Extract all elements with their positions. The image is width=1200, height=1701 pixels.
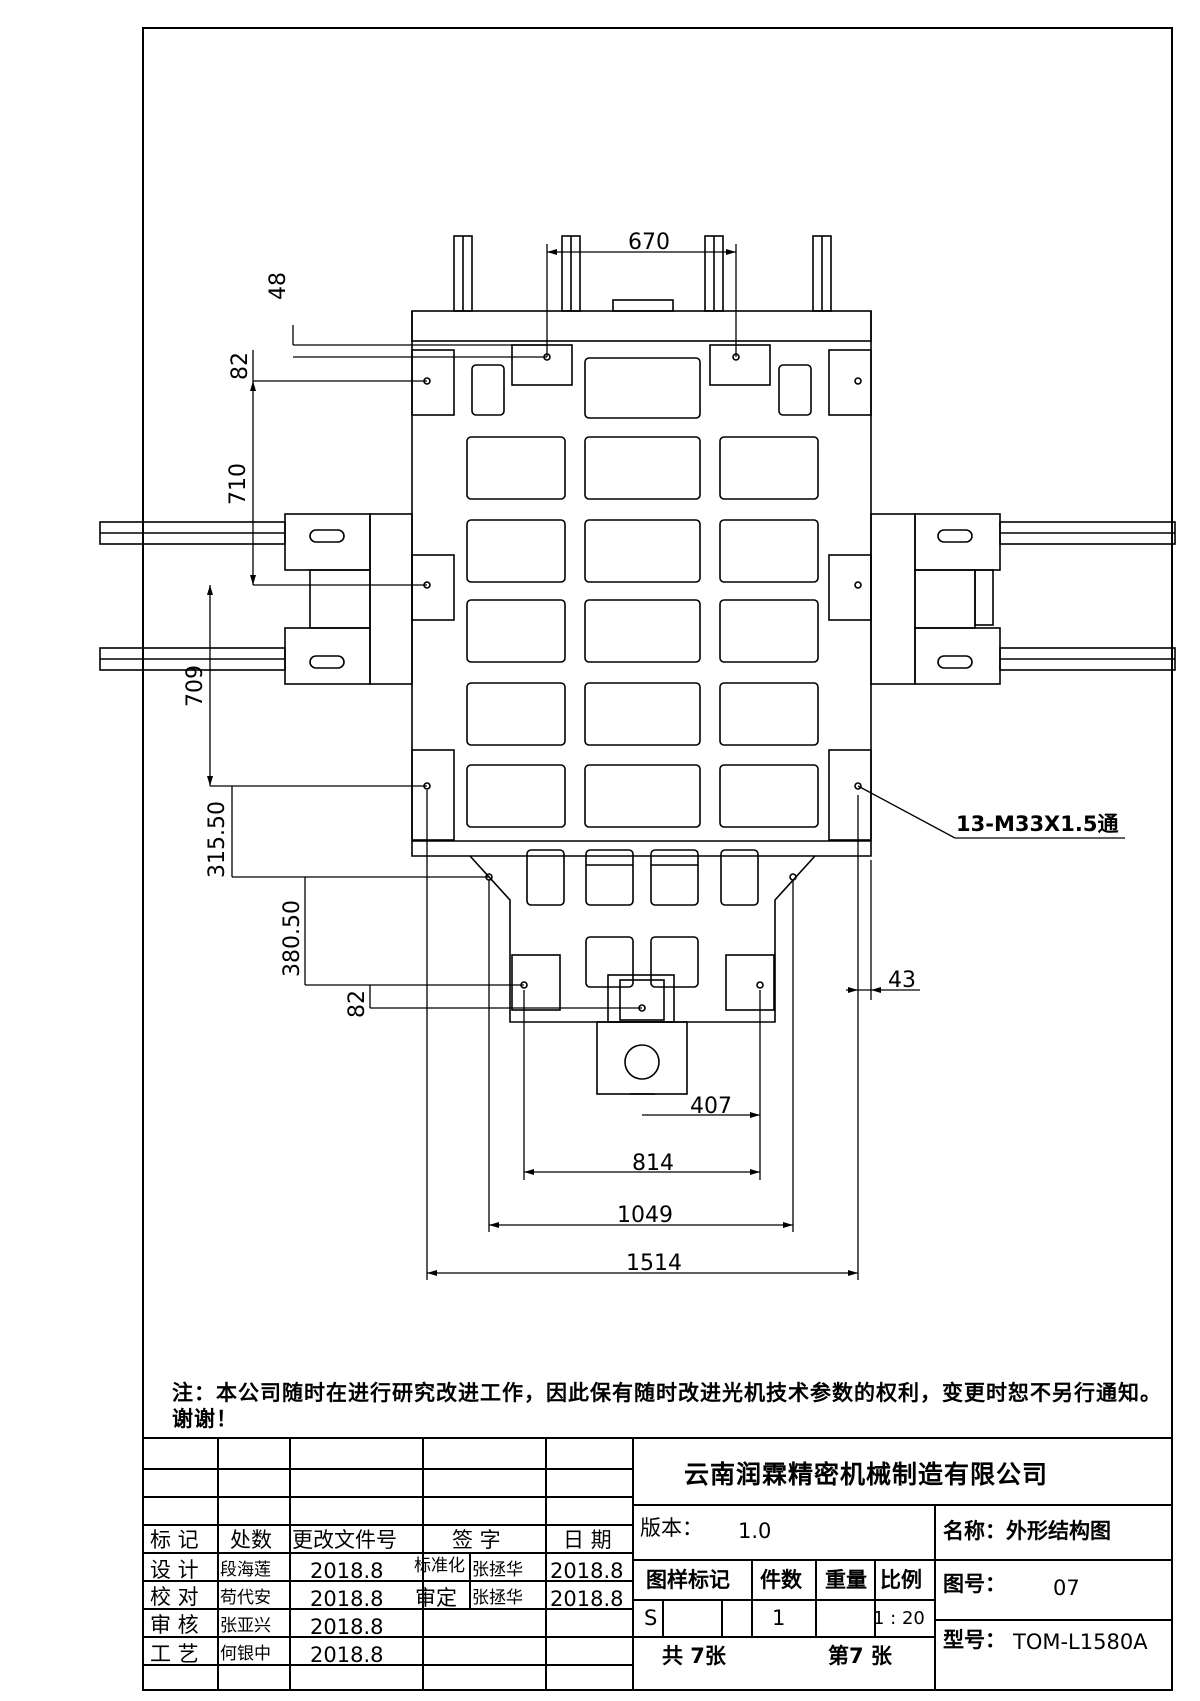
- dim-82-top: 82: [228, 352, 253, 380]
- dim-1049: 1049: [617, 1203, 673, 1228]
- person-review: 张亚兴: [220, 1616, 271, 1636]
- dim-48: 48: [266, 272, 291, 300]
- machine-outline: [99, 235, 1176, 1095]
- drawing-no-value: 07: [1053, 1576, 1080, 1600]
- person-approve: 张拯华: [472, 1588, 523, 1608]
- thread-callout: 13-M33X1.5通: [956, 812, 1119, 836]
- person-standard: 张拯华: [472, 1560, 523, 1580]
- sample-mark-label: 图样标记: [646, 1568, 730, 1592]
- person-check: 苟代安: [220, 1588, 271, 1608]
- quantity-value: 1: [772, 1606, 786, 1630]
- header-signature: 签 字: [452, 1528, 501, 1552]
- dim-380-50: 380.50: [280, 900, 305, 977]
- header-date: 日 期: [563, 1528, 612, 1552]
- role-approve: 审定: [415, 1586, 457, 1610]
- dim-670: 670: [628, 230, 670, 255]
- version-value: 1.0: [738, 1519, 772, 1543]
- date-standard: 2018.8: [550, 1559, 624, 1583]
- dim-43: 43: [888, 968, 916, 993]
- dim-709: 709: [183, 665, 208, 707]
- dim-1514: 1514: [626, 1251, 682, 1276]
- header-change-doc: 更改文件号: [292, 1528, 397, 1552]
- weight-label: 重量: [825, 1568, 867, 1592]
- table-pockets: [466, 357, 819, 988]
- right-guide-rails: [870, 513, 1176, 685]
- header-count: 处数: [230, 1528, 272, 1552]
- role-standard: 标准化: [414, 1556, 465, 1576]
- left-guide-rails: [99, 513, 413, 685]
- sheet-number: 第7 张: [828, 1644, 892, 1668]
- scale-value: 1 : 20: [873, 1608, 925, 1629]
- mounting-pads: [411, 344, 872, 1023]
- role-check: 校 对: [150, 1585, 199, 1609]
- header-mark: 标 记: [150, 1528, 199, 1552]
- dim-315-50: 315.50: [205, 801, 230, 878]
- dim-814: 814: [632, 1151, 674, 1176]
- role-design: 设 计: [150, 1558, 199, 1582]
- date-approve: 2018.8: [550, 1587, 624, 1611]
- revision-note: 注：本公司随时在进行研究改进工作，因此保有随时改进光机技术参数的权利，变更时恕不…: [172, 1381, 1162, 1431]
- date-process: 2018.8: [310, 1643, 384, 1667]
- date-design: 2018.8: [310, 1559, 384, 1583]
- model-value: TOM-L1580A: [1013, 1630, 1148, 1654]
- dim-82-bottom: 82: [345, 990, 370, 1018]
- title-block-grid: [142, 1437, 1173, 1691]
- dim-407: 407: [690, 1094, 732, 1119]
- company-name: 云南润霖精密机械制造有限公司: [684, 1460, 1049, 1489]
- person-design: 段海莲: [220, 1560, 271, 1580]
- drawing-name: 名称：外形结构图: [943, 1519, 1111, 1543]
- drawing-no-label: 图号：: [943, 1572, 1006, 1596]
- role-process: 工 艺: [150, 1642, 199, 1666]
- role-review: 审 核: [150, 1613, 199, 1637]
- drawing-frame: [142, 27, 1173, 1691]
- dim-710: 710: [226, 463, 251, 505]
- sample-mark-value: S: [644, 1606, 658, 1630]
- version-label: 版本：: [640, 1516, 703, 1540]
- date-check: 2018.8: [310, 1587, 384, 1611]
- total-sheets: 共 7张: [662, 1644, 726, 1668]
- dimension-arrows: [207, 249, 881, 1276]
- quantity-label: 件数: [760, 1568, 802, 1592]
- dimension-lines: [209, 244, 1125, 1280]
- date-review: 2018.8: [310, 1615, 384, 1639]
- person-process: 何银中: [220, 1644, 271, 1664]
- scale-label: 比例: [880, 1568, 922, 1592]
- model-label: 型号：: [943, 1628, 1006, 1652]
